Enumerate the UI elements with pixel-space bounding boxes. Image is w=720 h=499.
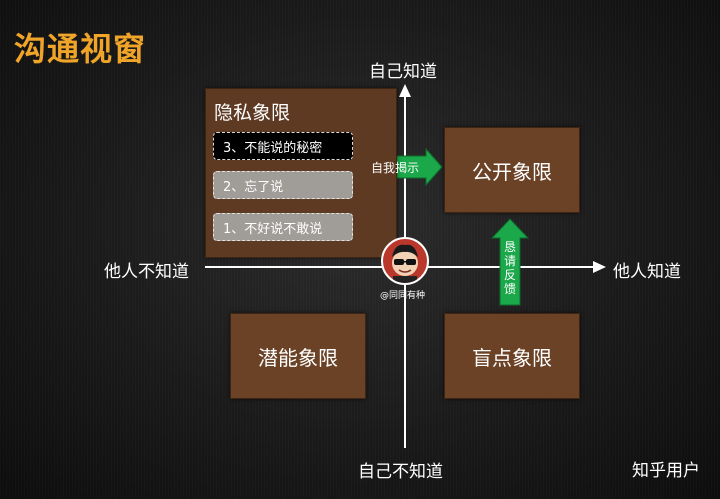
potential-quadrant-label: 潜能象限 [258,345,338,370]
horizontal-axis-arrowhead [593,261,606,273]
watermark: 知乎用户 [632,461,700,481]
ask-feedback-arrow [490,218,530,306]
axis-label-others-known: 他人知道 [613,262,681,282]
axis-label-self-known: 自己知道 [369,62,437,82]
open-quadrant: 公开象限 [444,127,580,213]
hidden-quadrant-title: 隐私象限 [214,102,291,124]
avatar-caption: @同同有种 [380,291,426,301]
open-quadrant-label: 公开象限 [472,159,552,184]
blind-quadrant-label: 盲点象限 [472,345,552,370]
self-disclosure-label: 自我揭示 [371,161,420,175]
axis-label-others-unknown: 他人不知道 [104,262,189,282]
vertical-axis-arrowhead [399,84,411,97]
person-avatar-icon [381,237,429,285]
hidden-item-afraid: 1、不好说不敢说 [213,213,353,241]
page-title: 沟通视窗 [14,30,147,68]
potential-quadrant: 潜能象限 [230,313,366,399]
ask-feedback-label: 恳请反馈 [503,240,516,296]
hidden-quadrant: 隐私象限 3、不能说的秘密 2、忘了说 1、不好说不敢说 [205,88,397,258]
blind-quadrant: 盲点象限 [444,313,580,399]
hidden-item-forgot: 2、忘了说 [213,171,353,199]
axis-label-self-unknown: 自己不知道 [358,462,443,482]
hidden-item-secret: 3、不能说的秘密 [213,132,353,160]
